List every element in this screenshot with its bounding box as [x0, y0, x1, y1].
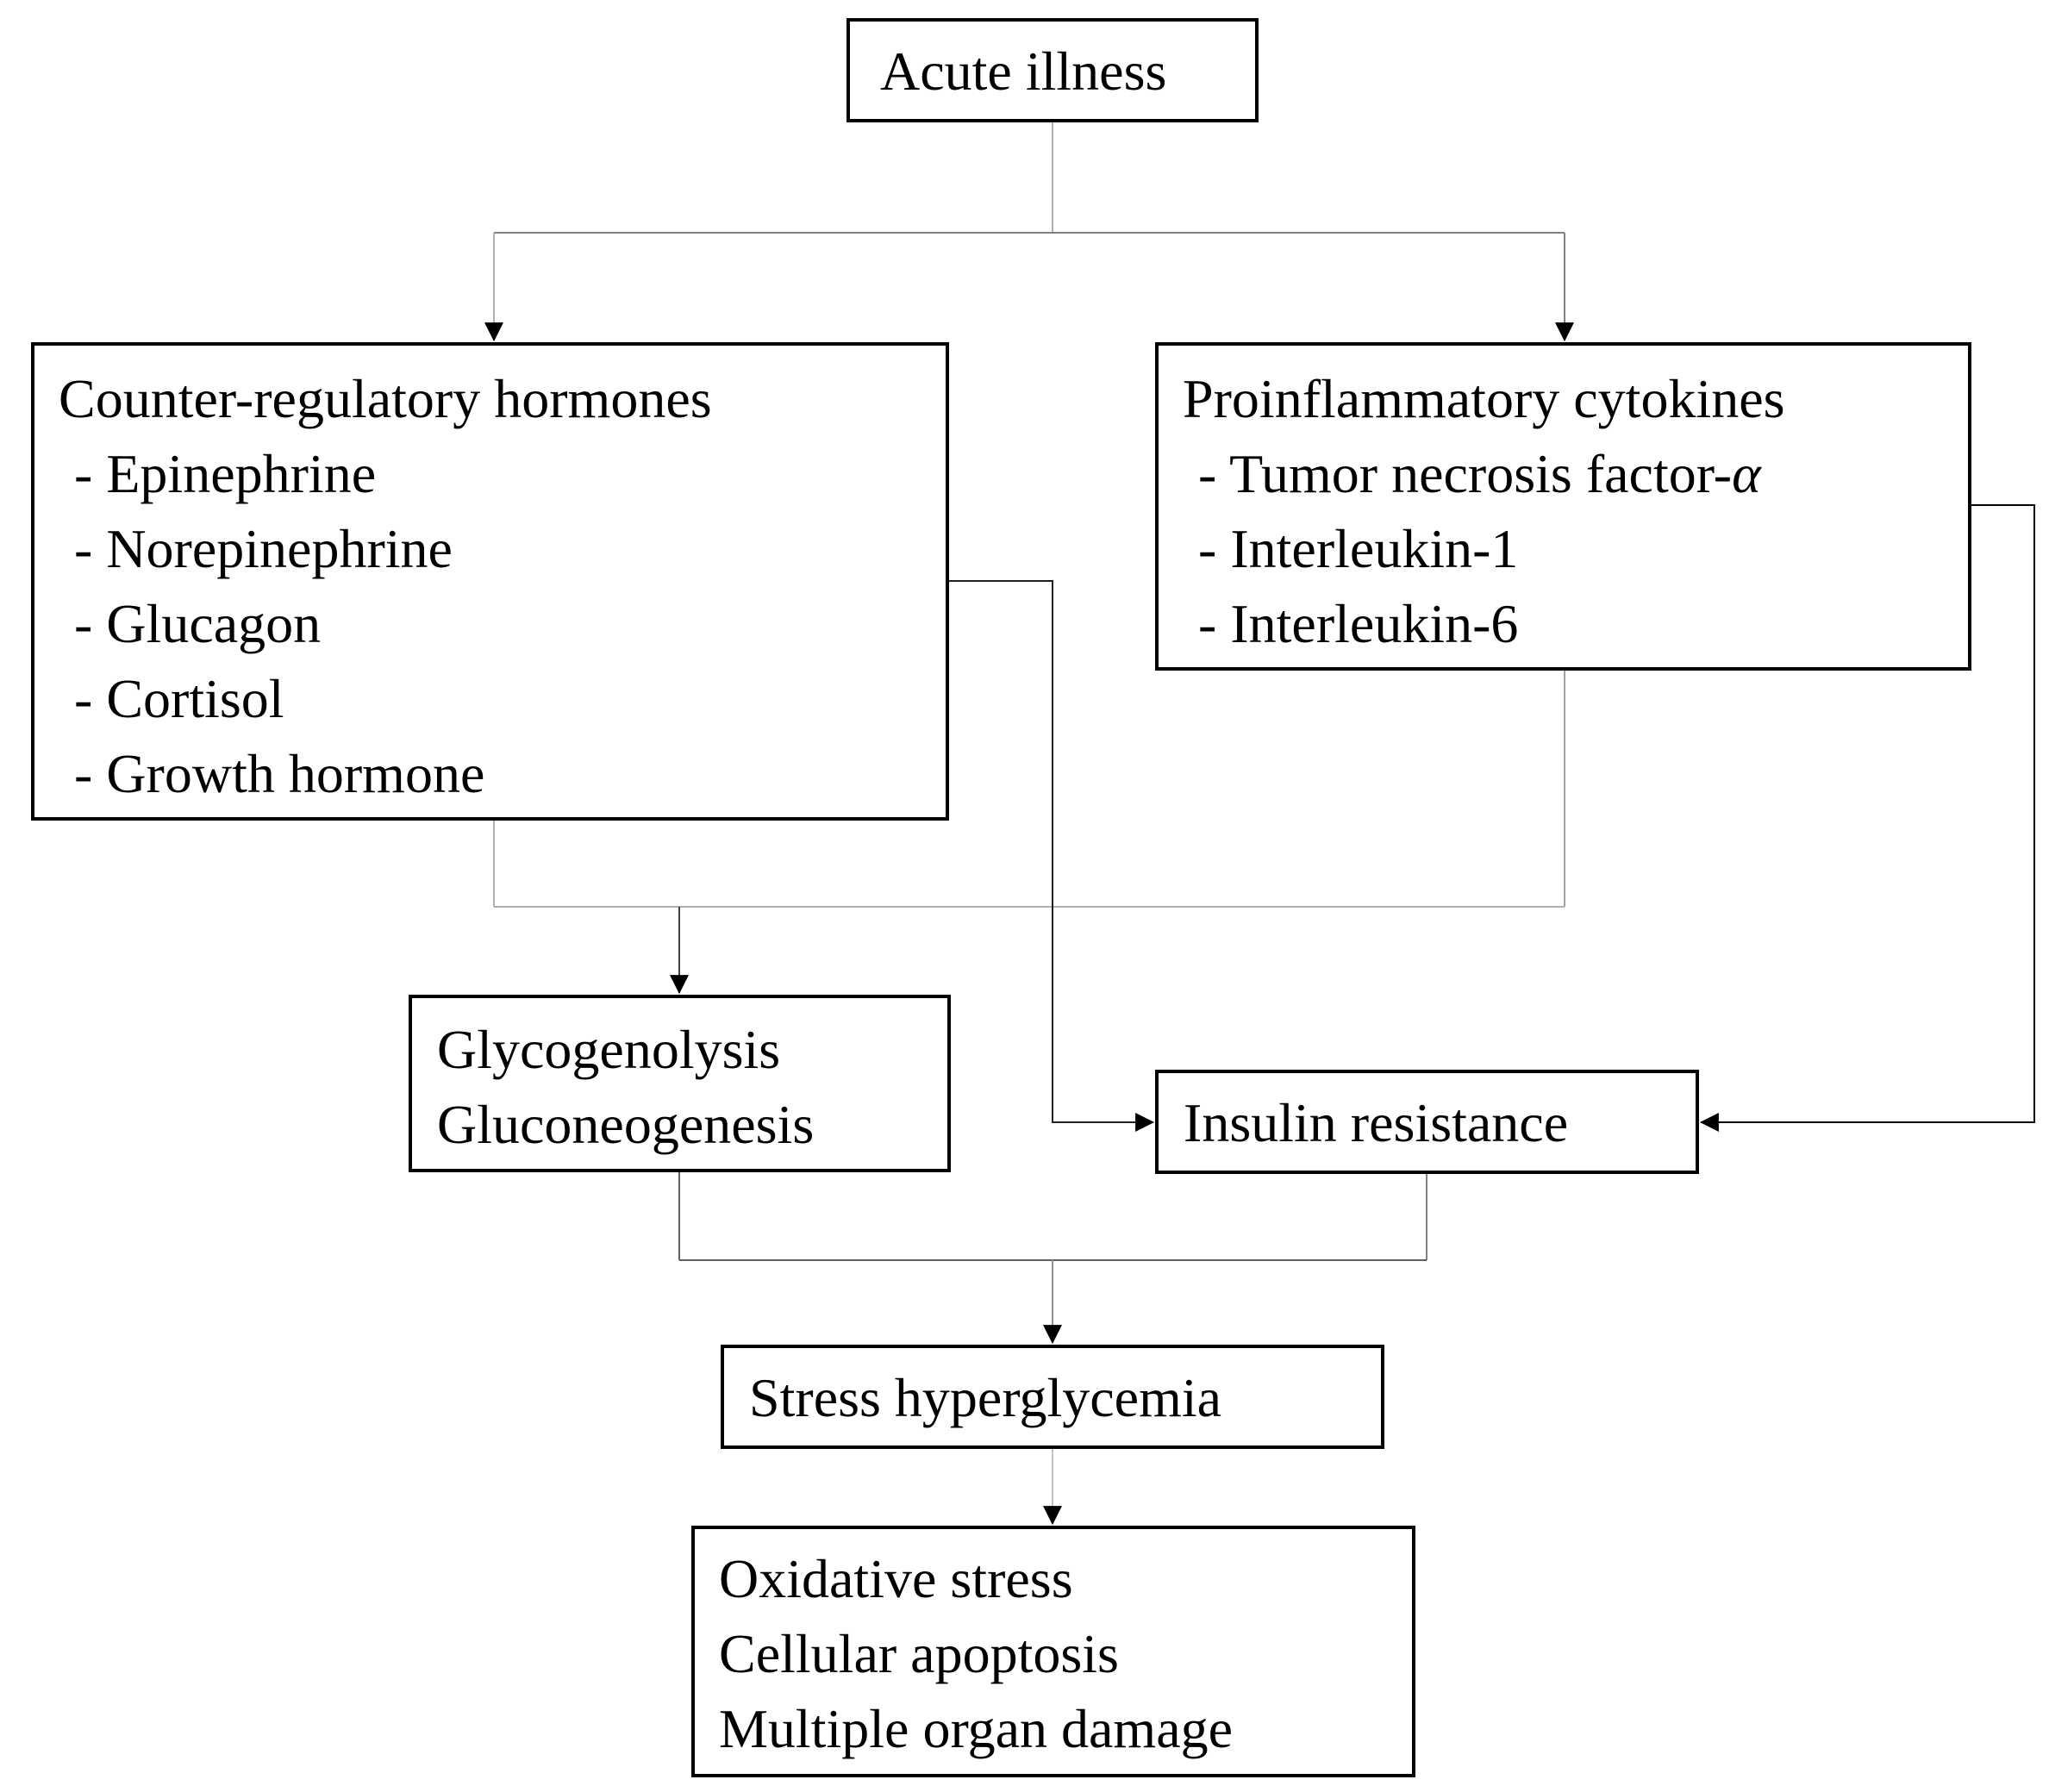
- node-stress-hyperglycemia-label: Stress hyperglycemia: [749, 1367, 1222, 1428]
- cytokine-item-il6: - Interleukin-6: [1198, 593, 1519, 654]
- glyco-line-gluconeogenesis: Gluconeogenesis: [437, 1094, 815, 1155]
- outcome-multiple-organ-damage: Multiple organ damage: [719, 1698, 1233, 1759]
- cytokine-item-tnf: - Tumor necrosis factor-α: [1183, 436, 1968, 511]
- node-counter-regulatory-hormones: Counter-regulatory hormones - Epinephrin…: [31, 342, 949, 821]
- node-hormones-title: Counter-regulatory hormones: [59, 368, 712, 429]
- node-stress-hyperglycemia: Stress hyperglycemia: [721, 1345, 1384, 1449]
- glyco-line-glycogenolysis: Glycogenolysis: [437, 1019, 781, 1080]
- cytokine-item-il1: - Interleukin-1: [1198, 518, 1519, 579]
- node-insulin-resistance: Insulin resistance: [1155, 1070, 1699, 1174]
- hormone-item-glucagon: - Glucagon: [74, 593, 322, 654]
- arrow-hormones-to-insulin: [949, 580, 1155, 1132]
- alpha-symbol: α: [1732, 443, 1761, 504]
- node-cytokines-title: Proinflammatory cytokines: [1183, 368, 1785, 429]
- outcome-cellular-apoptosis: Cellular apoptosis: [719, 1623, 1119, 1684]
- hormone-item-growth-hormone: - Growth hormone: [74, 743, 485, 804]
- hormone-item-norepinephrine: - Norepinephrine: [74, 518, 453, 579]
- node-outcomes: Oxidative stress Cellular apoptosis Mult…: [691, 1526, 1415, 1777]
- arrow-cytokines-to-insulin: [1699, 504, 2035, 1132]
- node-acute-illness: Acute illness: [846, 18, 1259, 122]
- hormone-item-epinephrine: - Epinephrine: [74, 443, 377, 504]
- node-insulin-resistance-label: Insulin resistance: [1184, 1092, 1569, 1153]
- cytokine-item-tnf-text: - Tumor necrosis factor-: [1198, 443, 1733, 504]
- outcome-oxidative-stress: Oxidative stress: [719, 1548, 1073, 1609]
- node-proinflammatory-cytokines: Proinflammatory cytokines - Tumor necros…: [1155, 342, 1971, 671]
- hormone-item-cortisol: - Cortisol: [74, 668, 284, 729]
- node-acute-illness-label: Acute illness: [880, 41, 1167, 102]
- node-glycogenolysis-gluconeogenesis: Glycogenolysis Gluconeogenesis: [409, 995, 951, 1172]
